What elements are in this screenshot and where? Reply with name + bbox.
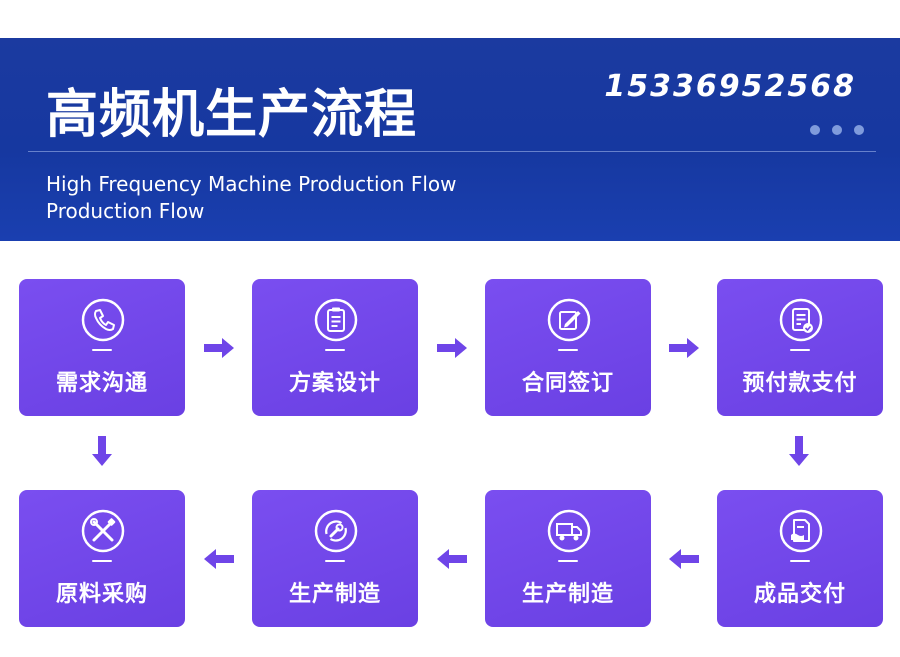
subtitle-line-2: Production Flow	[46, 199, 205, 223]
arrow-right-icon	[204, 338, 234, 358]
delivery-document-icon	[779, 509, 823, 553]
dot	[854, 125, 864, 135]
dot	[832, 125, 842, 135]
phone-icon	[81, 298, 125, 342]
sign-contract-icon	[547, 298, 591, 342]
arrow-left-icon	[669, 549, 699, 569]
step-label: 生产制造	[521, 582, 614, 607]
icon-underline	[790, 349, 810, 351]
icon-underline	[325, 349, 345, 351]
step-label: 合同签订	[521, 371, 614, 396]
wrench-cycle-icon	[314, 509, 358, 553]
subtitle: High Frequency Machine Production Flow P…	[46, 171, 457, 225]
step-raw-material-purchase: 原料采购	[19, 490, 185, 627]
step-label: 成品交付	[753, 582, 846, 607]
clipboard-icon	[314, 298, 358, 342]
step-requirement-communication: 需求沟通	[19, 279, 185, 416]
step-label: 方案设计	[288, 371, 381, 396]
step-production-2: 生产制造	[252, 490, 418, 627]
document-check-icon	[779, 298, 823, 342]
icon-underline	[558, 349, 578, 351]
arrow-down-icon	[789, 436, 809, 466]
arrow-right-icon	[669, 338, 699, 358]
arrow-down-icon	[92, 436, 112, 466]
step-label: 需求沟通	[55, 371, 148, 396]
arrow-left-icon	[204, 549, 234, 569]
step-label: 预付款支付	[742, 371, 858, 396]
icon-underline	[325, 560, 345, 562]
step-label: 原料采购	[55, 582, 148, 607]
step-product-delivery: 成品交付	[717, 490, 883, 627]
step-production-1: 生产制造	[485, 490, 651, 627]
step-label: 生产制造	[288, 582, 381, 607]
step-contract-signing: 合同签订	[485, 279, 651, 416]
icon-underline	[558, 560, 578, 562]
icon-underline	[790, 560, 810, 562]
step-advance-payment: 预付款支付	[717, 279, 883, 416]
truck-icon	[547, 509, 591, 553]
decorative-dots	[810, 125, 864, 135]
arrow-right-icon	[437, 338, 467, 358]
icon-underline	[92, 560, 112, 562]
arrow-left-icon	[437, 549, 467, 569]
divider-line	[28, 151, 876, 152]
phone-number: 15336952568	[604, 69, 856, 104]
step-solution-design: 方案设计	[252, 279, 418, 416]
icon-underline	[92, 349, 112, 351]
subtitle-line-1: High Frequency Machine Production Flow	[46, 172, 457, 196]
tools-icon	[81, 509, 125, 553]
header-banner: 高频机生产流程 15336952568 High Frequency Machi…	[0, 38, 900, 241]
page-title: 高频机生产流程	[46, 85, 418, 145]
dot	[810, 125, 820, 135]
